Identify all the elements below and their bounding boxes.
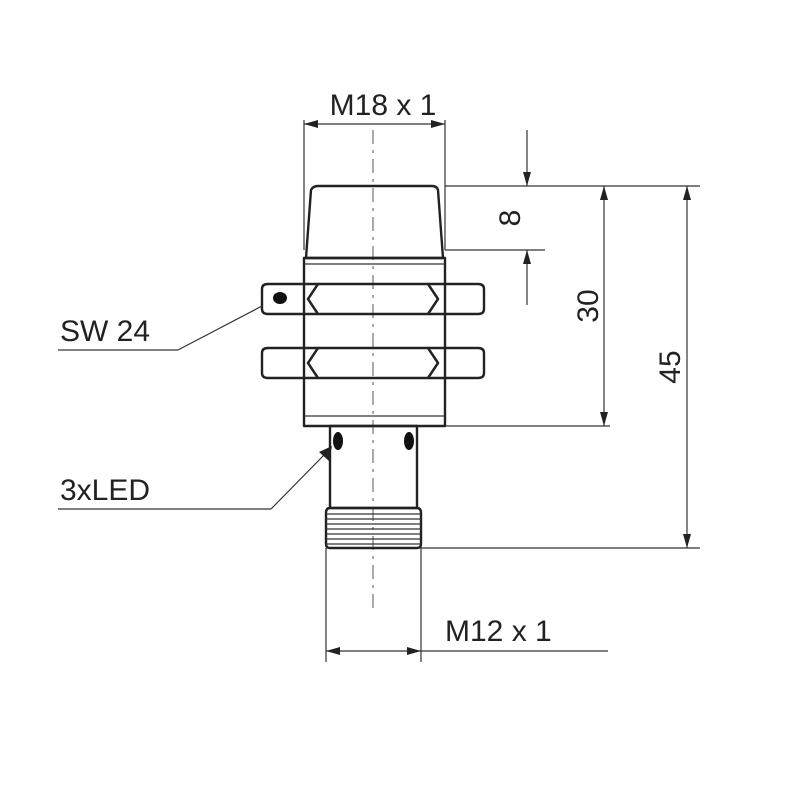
- label-dim-30: 30: [572, 289, 605, 322]
- label-m18: M18 x 1: [330, 89, 437, 122]
- label-dim-45: 45: [654, 350, 687, 383]
- dimension-m18: M18 x 1: [303, 89, 446, 250]
- led-right-icon: [404, 432, 414, 450]
- dimension-45: 45: [421, 186, 700, 549]
- dimension-m12: M12 x 1: [325, 548, 608, 662]
- sensing-face: [304, 184, 445, 260]
- label-3xled: 3xLED: [60, 474, 150, 507]
- dimension-30: 30: [445, 186, 610, 427]
- led-section: [328, 424, 419, 510]
- label-m12: M12 x 1: [445, 615, 552, 648]
- label-sw24: SW 24: [60, 315, 150, 348]
- hex-nut-upper: [260, 282, 486, 316]
- leader-sw24: SW 24: [58, 305, 263, 351]
- dimension-8: 8: [445, 130, 700, 305]
- connector-m12: [324, 506, 423, 550]
- led-indicator-dot-icon: [273, 292, 287, 304]
- leader-3xled: 3xLED: [58, 446, 332, 510]
- sensor-body: [260, 184, 486, 550]
- led-left-icon: [333, 432, 343, 450]
- label-dim-8: 8: [494, 210, 527, 227]
- hex-nut-lower: [260, 346, 486, 380]
